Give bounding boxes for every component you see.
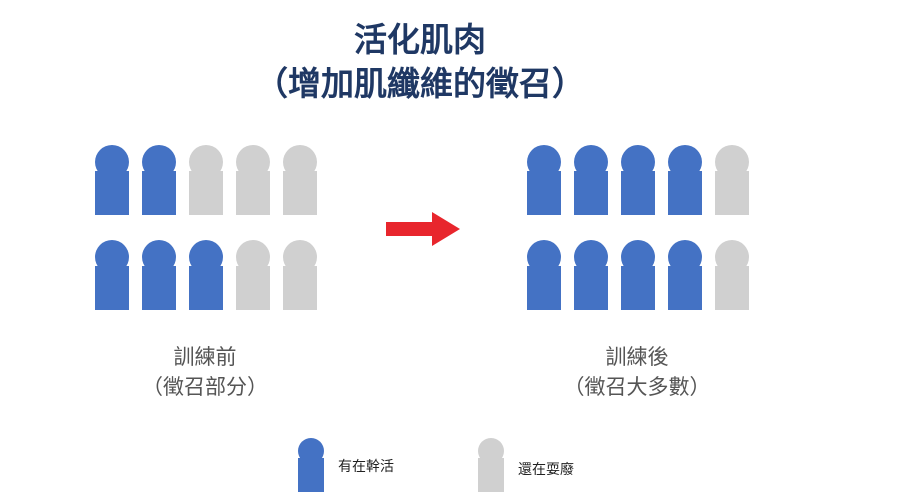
after-person-active-icon — [621, 240, 655, 310]
after-person-active-icon — [621, 145, 655, 215]
after-person-active-icon — [527, 145, 561, 215]
before-person-active-icon — [142, 240, 176, 310]
before-person-idle-icon — [283, 240, 317, 310]
after-person-active-icon — [668, 240, 702, 310]
after-person-idle-icon — [715, 240, 749, 310]
page-subtitle: （增加肌纖維的徵召） — [255, 64, 585, 103]
before-person-idle-icon — [236, 240, 270, 310]
before-person-active-icon — [189, 240, 223, 310]
before-person-active-icon — [95, 145, 129, 215]
before-person-idle-icon — [189, 145, 223, 215]
before-caption-note: （徵召部分） — [142, 375, 268, 399]
after-caption: 訓練後 （徵召大多數） — [527, 342, 747, 402]
before-person-active-icon — [95, 240, 129, 310]
after-person-active-icon — [668, 145, 702, 215]
before-caption-title: 訓練前 — [173, 345, 237, 369]
before-person-active-icon — [142, 145, 176, 215]
before-person-idle-icon — [283, 145, 317, 215]
legend-idle-label: 還在耍廢 — [518, 462, 574, 478]
before-person-idle-icon — [236, 145, 270, 215]
after-person-idle-icon — [715, 145, 749, 215]
legend-active-person-icon — [298, 438, 324, 492]
after-person-active-icon — [574, 145, 608, 215]
arrow-right-icon — [386, 212, 460, 246]
after-person-active-icon — [527, 240, 561, 310]
page-title: 活化肌肉 — [354, 20, 486, 59]
legend-active-label: 有在幹活 — [338, 459, 394, 475]
after-caption-note: （徵召大多數） — [563, 375, 711, 399]
legend-idle-person-icon — [478, 438, 504, 492]
after-caption-title: 訓練後 — [605, 345, 669, 369]
before-caption: 訓練前 （徵召部分） — [95, 342, 315, 402]
after-person-active-icon — [574, 240, 608, 310]
